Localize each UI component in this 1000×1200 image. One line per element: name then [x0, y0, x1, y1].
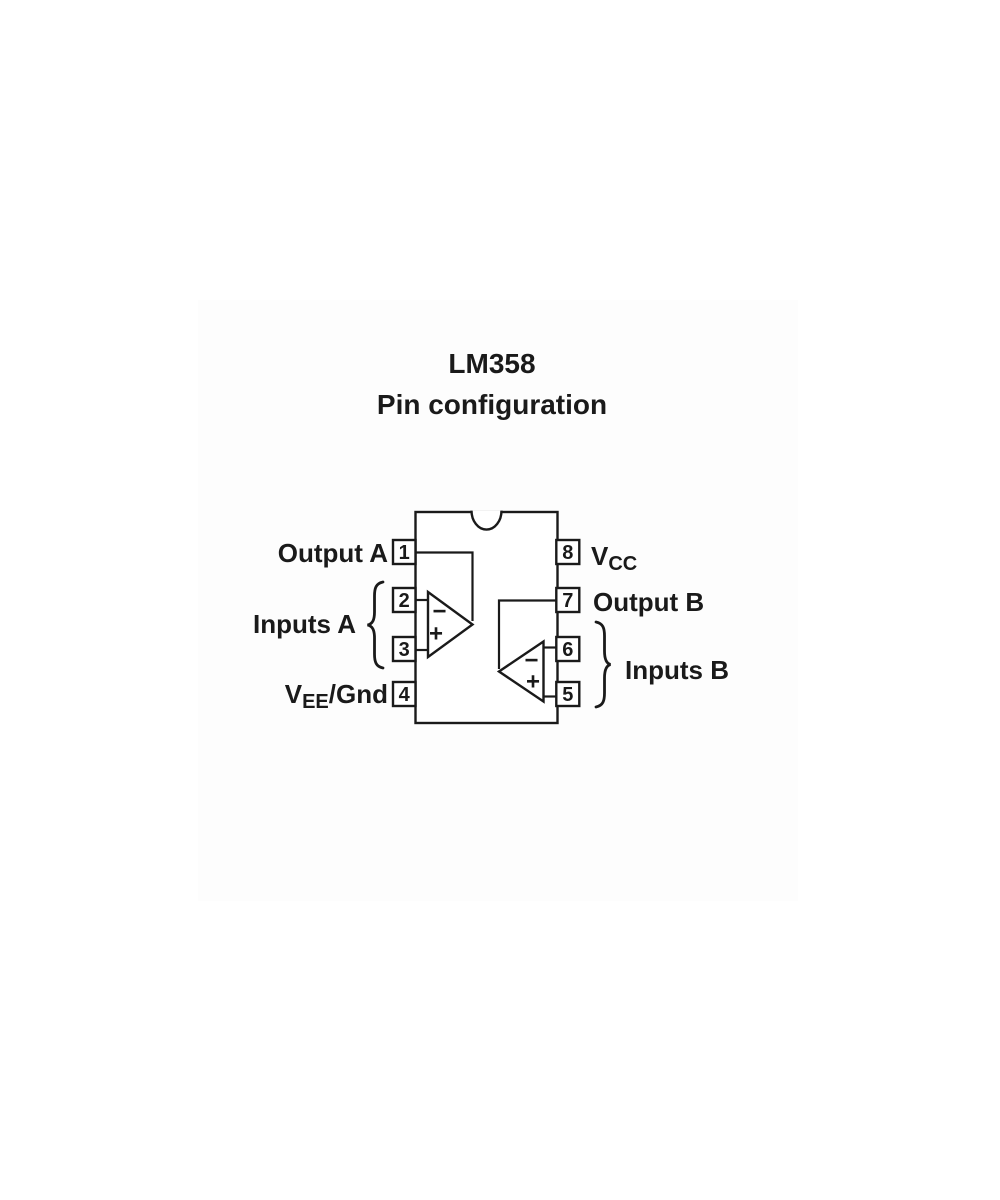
pin-1-number: 1 [399, 542, 410, 564]
figure-subtitle: Pin configuration [376, 389, 608, 420]
opamp-b-output-wire [497, 599, 558, 669]
label-vcc-subscript: CC [608, 553, 638, 575]
label-output-b: Output B [593, 587, 705, 617]
inputs-a-brace [367, 580, 385, 670]
label-inputs-b: Inputs B [625, 655, 729, 685]
opamp-b-triangle [496, 639, 545, 704]
label-vcc: VCC [591, 541, 638, 575]
label-vee-subscript: EE [302, 691, 329, 713]
pin-8-number: 8 [562, 542, 573, 564]
pin-4-number: 4 [399, 684, 411, 706]
pin-8-box [555, 538, 581, 566]
pin-7-number: 7 [562, 590, 573, 612]
part-number-title: LM358 [448, 348, 536, 379]
label-vee-base: V [284, 679, 303, 709]
pin-5-box [555, 680, 581, 708]
ic-notch [470, 510, 503, 531]
opamp-a-minus-icon: − [432, 598, 446, 625]
pin-2-number: 2 [399, 590, 410, 612]
pin-6-number: 6 [562, 639, 573, 661]
label-output-a: Output A [277, 538, 388, 568]
opamp-a-output-wire [415, 551, 474, 621]
opamp-b-minus-icon: − [524, 647, 538, 674]
label-vee-gnd: VEE/Gnd [138, 679, 388, 713]
opamp-a-plus-icon: + [429, 621, 443, 648]
opamp-b-plus-icon: + [526, 669, 540, 696]
label-vee-suffix: /Gnd [328, 679, 388, 709]
opamp-a-triangle [426, 589, 475, 660]
label-inputs-a: Inputs A [252, 609, 356, 639]
pin-3-number: 3 [399, 639, 410, 661]
pin-5-number: 5 [562, 684, 573, 706]
inputs-b-brace [594, 620, 611, 709]
pin-4-box [391, 680, 417, 708]
pin-6-box [555, 635, 581, 663]
pin-configuration-diagram: 1 2 3 4 8 7 6 5 − + − + [367, 510, 611, 725]
label-vcc-base: V [591, 541, 609, 571]
